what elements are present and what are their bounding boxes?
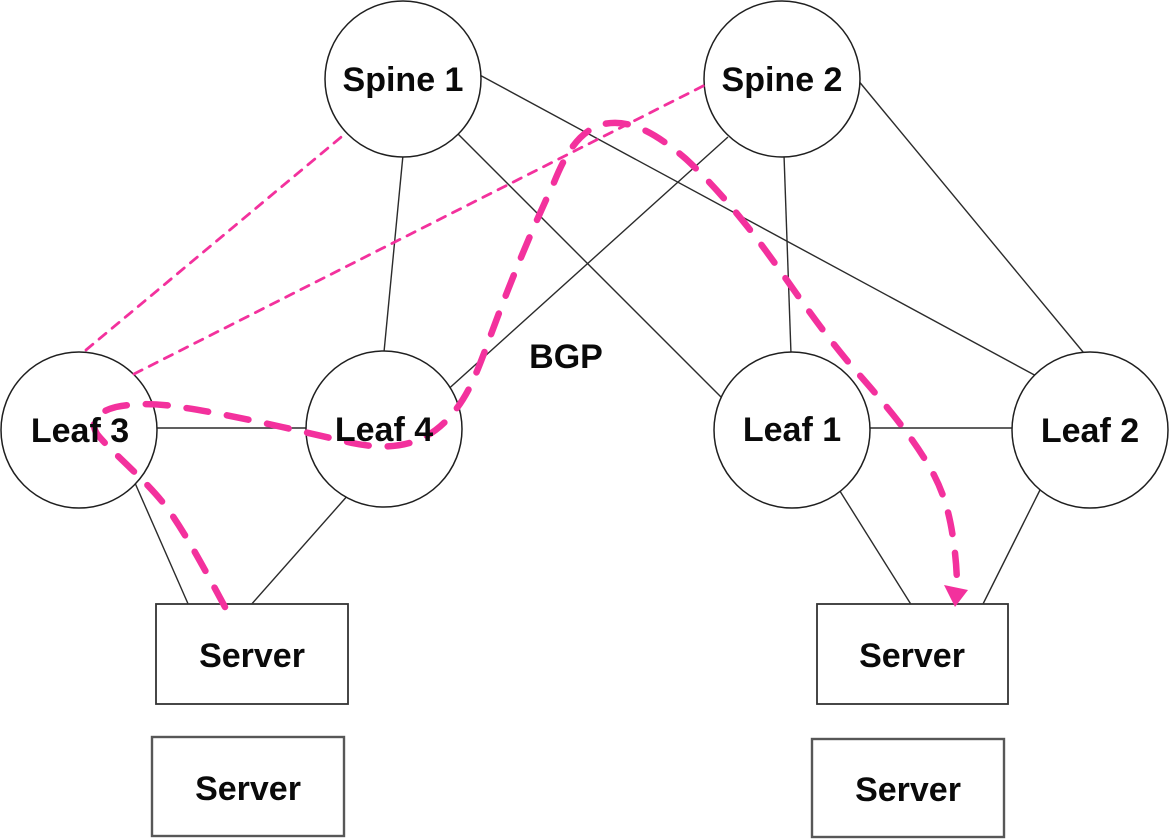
node-leaf2-shape [1011,351,1169,509]
solid-links [134,72,1089,607]
link-leaf3-serverlefttop [134,482,190,607]
server-right-top-label: Server [859,637,965,675]
link-leaf4-serverlefttop [249,493,350,607]
link-spine2-leaf4 [443,136,729,394]
node-spine1-label: Spine 1 [343,61,464,99]
node-leaf3-label: Leaf 3 [31,412,129,450]
node-spine2-shape [703,0,861,158]
node-leaf1-label: Leaf 1 [743,411,841,449]
node-leaf2-label: Leaf 2 [1041,412,1139,450]
node-leaf3-shape [0,351,158,509]
link-leaf3-spine2-dashed [132,83,707,376]
bgp-route-path [90,119,961,611]
link-leaf3-spine1-dashed [84,131,348,352]
node-leaf4-shape [305,350,463,508]
server-boxes [150,603,1009,839]
bgp-annotation-label: BGP [529,338,603,376]
server-left-top-label: Server [199,637,305,675]
server-right-bottom-box [810,737,1006,839]
link-spine1-leaf4 [383,154,404,353]
server-left-bottom-box [150,735,346,838]
link-spine1-leaf2 [475,72,1041,379]
link-leaf2-serverrighttop [981,485,1043,607]
server-right-bottom-label: Server [855,771,961,809]
bgp-arrow-icon [944,585,968,607]
link-leaf1-serverrighttop [837,487,913,607]
node-spine2-label: Spine 2 [722,61,843,99]
link-spine2-leaf1 [783,154,792,355]
network-nodes [0,0,1169,509]
node-labels: Spine 1 Spine 2 Leaf 3 Leaf 4 Leaf 1 Lea… [31,61,1139,809]
pink-dashed-links [84,83,707,376]
server-left-bottom-label: Server [195,770,301,808]
node-leaf1-shape [713,351,871,509]
node-spine1-shape [324,0,482,158]
server-left-top-box [155,603,349,705]
link-spine1-leaf1 [455,131,725,401]
node-leaf4-label: Leaf 4 [335,411,433,449]
server-right-top-box [816,603,1009,705]
link-spine2-leaf2 [856,78,1089,359]
